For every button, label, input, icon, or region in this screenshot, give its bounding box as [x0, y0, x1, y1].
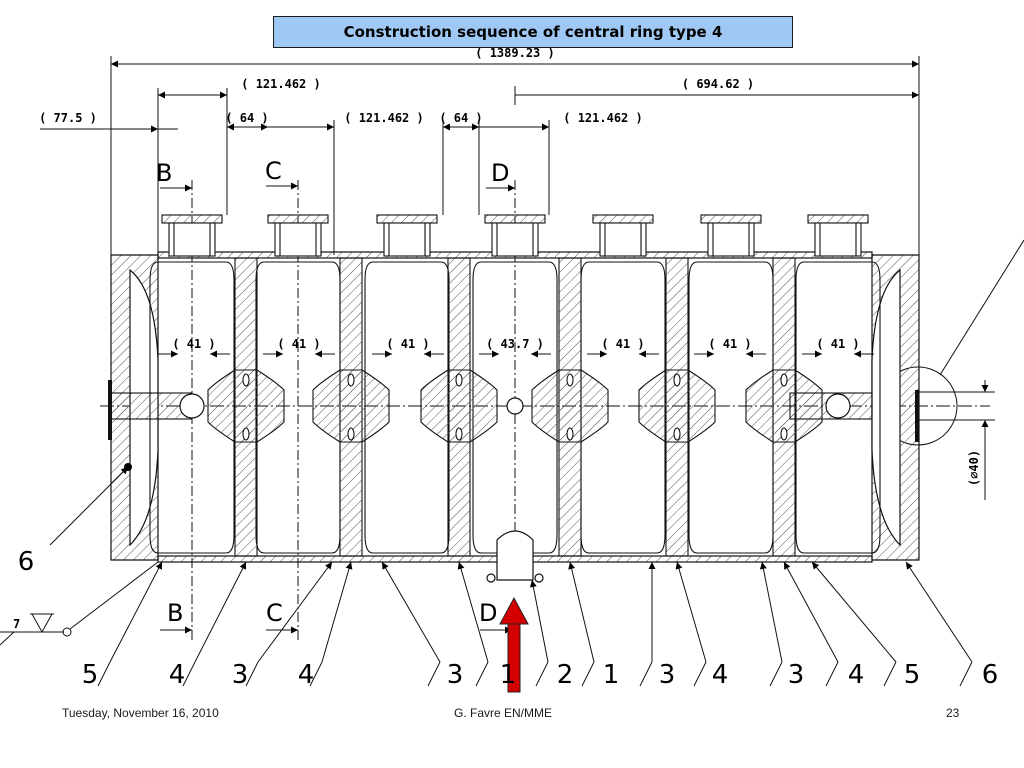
section-mark-d-bottom: D — [479, 599, 497, 627]
center-bore — [506, 397, 524, 415]
dim-span-e: ( 121.462 ) — [563, 111, 642, 125]
iris-disk — [745, 257, 823, 557]
callout-leader-tail — [639, 661, 653, 687]
callout-number: 5 — [904, 660, 921, 690]
callout-leader-tail — [182, 661, 196, 687]
callout-number: 1 — [500, 660, 517, 690]
cell-gap-label: ( 41 ) — [708, 337, 751, 351]
callout-number: 4 — [848, 660, 865, 690]
iris-disk — [207, 257, 285, 557]
cell — [472, 214, 558, 554]
cells — [108, 214, 919, 557]
dimension-texts: ( 1389.23 ) ( 694.62 ) ( 121.462 ) ( 77.… — [39, 46, 981, 486]
dim-span-a: ( 121.462 ) — [241, 77, 320, 91]
callout-leader-tail — [475, 661, 489, 687]
callout-leader — [783, 561, 839, 663]
slide-title: Construction sequence of central ring ty… — [273, 16, 793, 48]
iris-disk — [420, 257, 498, 557]
reference-dot — [124, 463, 132, 471]
callout-number: 1 — [603, 660, 620, 690]
cell — [688, 214, 774, 554]
callout-leader-tail — [959, 661, 973, 687]
cell-gap-label: ( 41 ) — [172, 337, 215, 351]
callout-number: 6 — [18, 547, 35, 577]
callout-number: 6 — [982, 660, 999, 690]
callout-number: 3 — [788, 660, 805, 690]
footer-page-number: 23 — [946, 706, 960, 720]
callout-leader — [381, 561, 441, 663]
footer-author: G. Favre EN/MME — [454, 706, 553, 720]
callout-number: 2 — [557, 660, 574, 690]
weld-number: 7 — [13, 617, 20, 631]
callout-leader — [675, 561, 707, 663]
callout-number: 3 — [232, 660, 249, 690]
callout-leader — [529, 579, 549, 663]
callout-leader-tail — [97, 661, 111, 687]
cell-gap-label: ( 41 ) — [277, 337, 320, 351]
callout-number: 3 — [659, 660, 676, 690]
dim-overall: ( 1389.23 ) — [475, 46, 554, 60]
callout-number: 5 — [82, 660, 99, 690]
feed-arrow — [499, 596, 529, 693]
callout-number: 3 — [447, 660, 464, 690]
callout-leader-tail — [825, 661, 839, 687]
dim-offset-left: ( 77.5 ) — [39, 111, 97, 125]
callout-leader — [321, 561, 353, 663]
callout-leader-tail — [245, 661, 259, 687]
callout-leader — [194, 561, 247, 663]
footer-date: Tuesday, November 16, 2010 — [62, 706, 219, 720]
dim-diameter: (⌀40) — [967, 450, 981, 486]
callout-leader-tail — [427, 661, 441, 687]
iris-disk — [312, 257, 390, 557]
callout-leader-tail — [693, 661, 707, 687]
section-mark-b-bottom: B — [167, 599, 183, 627]
callout-leader — [759, 561, 783, 663]
callout-number: 4 — [298, 660, 315, 690]
cell-gap-label: ( 41 ) — [816, 337, 859, 351]
callout-leader — [49, 466, 129, 546]
cell — [795, 214, 881, 554]
callout-leader — [257, 561, 333, 663]
end-plate-right — [915, 390, 919, 442]
section-marks: B C D B C D — [156, 157, 509, 627]
iris-disk — [531, 257, 609, 557]
dim-span-b: ( 64 ) — [225, 111, 268, 125]
cell-gap-labels: ( 41 ) ( 41 ) ( 41 ) ( 43.7 ) ( 41 ) ( 41 ) ( … — [158, 337, 874, 358]
cell-gap-label: ( 41 ) — [601, 337, 644, 351]
end-plate-left — [108, 380, 112, 440]
iris-disk — [638, 257, 716, 557]
callout-leader-tail — [883, 661, 897, 687]
cell — [149, 214, 235, 554]
dim-span-d: ( 64 ) — [439, 111, 482, 125]
section-mark-c-bottom: C — [266, 599, 283, 627]
callout-leader — [457, 561, 489, 663]
callout-leader-tail — [309, 661, 323, 687]
port-ring-left — [179, 393, 205, 419]
port-ring-right — [825, 393, 851, 419]
section-mark-c-top: C — [265, 157, 282, 185]
callout-leader-tail — [769, 661, 783, 687]
callout-number: 4 — [169, 660, 186, 690]
dim-span-c: ( 121.462 ) — [344, 111, 423, 125]
dim-half: ( 694.62 ) — [682, 77, 754, 91]
callout-leader — [905, 561, 973, 663]
callout-leader-tail — [535, 661, 549, 687]
cell-gap-label: ( 41 ) — [386, 337, 429, 351]
callout-number: 4 — [712, 660, 729, 690]
section-mark-d-top: D — [491, 159, 509, 187]
callout-leader-tail — [581, 661, 595, 687]
callout-leaders — [49, 466, 973, 687]
callout-leader — [811, 561, 897, 663]
input-coupler — [486, 530, 544, 583]
callout-leader — [568, 561, 595, 663]
cell-gap-label: ( 43.7 ) — [486, 337, 544, 351]
section-mark-b-top: B — [156, 159, 172, 187]
callout-leader — [109, 561, 163, 663]
weld-symbol — [0, 561, 159, 646]
